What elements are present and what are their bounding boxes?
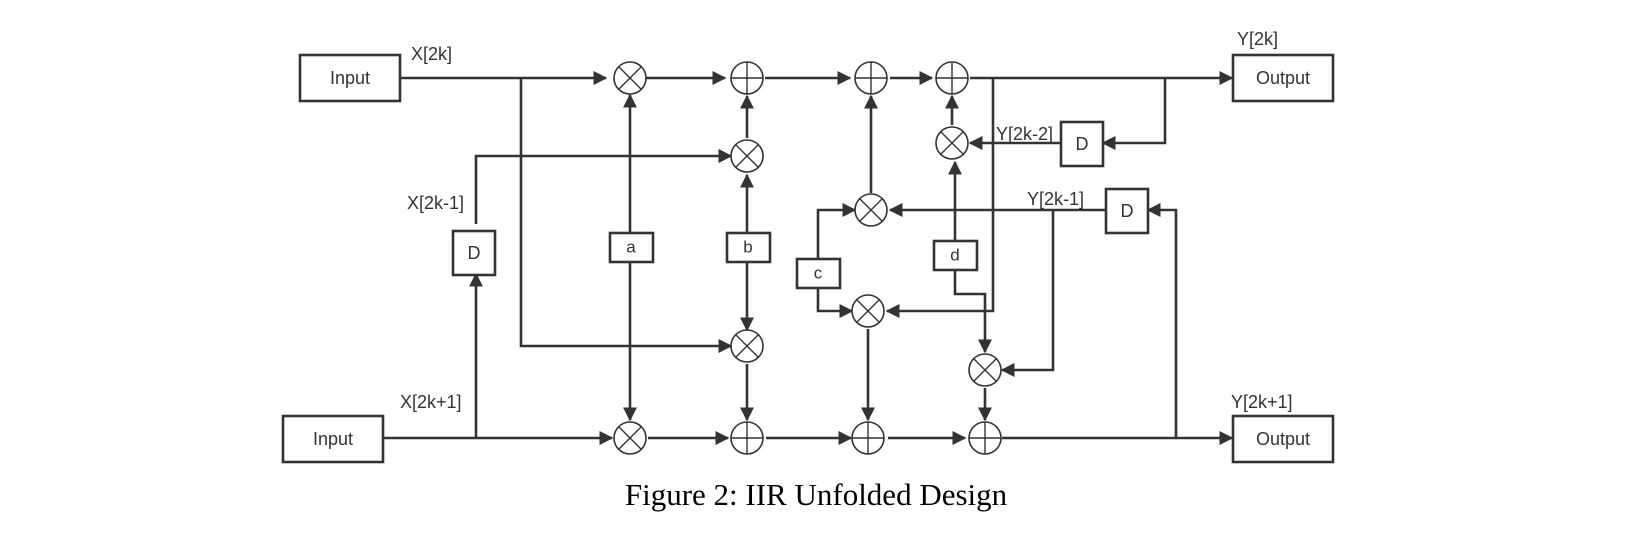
adder-top-3 bbox=[935, 61, 969, 95]
adder-bottom-1 bbox=[730, 421, 764, 455]
adder-top-2 bbox=[854, 61, 888, 95]
multiplier-low-b bbox=[730, 329, 764, 363]
delay-x-label: D bbox=[468, 243, 481, 263]
signal-label-x2k-plus-1: X[2k+1] bbox=[400, 392, 462, 412]
coef-a: a bbox=[608, 231, 655, 264]
input-block-bottom: Input bbox=[281, 414, 385, 464]
adder-bottom-3 bbox=[968, 421, 1002, 455]
multiplier-bottom-a bbox=[613, 421, 647, 455]
delay-y-mid-label: D bbox=[1121, 201, 1134, 221]
output-block-bottom: Output bbox=[1231, 414, 1335, 464]
signal-label-x2k: X[2k] bbox=[411, 44, 452, 64]
output-top-label: Output bbox=[1256, 68, 1310, 88]
signal-label-y2k: Y[2k] bbox=[1237, 29, 1278, 49]
signal-label-y2k-plus-1: Y[2k+1] bbox=[1231, 392, 1293, 412]
input-block-top: Input bbox=[298, 53, 402, 103]
multiplier-upper-c bbox=[854, 193, 888, 227]
multiplier-mid-b bbox=[730, 139, 764, 173]
output-block-top: Output bbox=[1231, 53, 1335, 103]
multiplier-lower-d bbox=[968, 353, 1002, 387]
adder-top-1 bbox=[730, 61, 764, 95]
coef-d-label: d bbox=[950, 246, 959, 265]
multiplier-upper-d bbox=[935, 126, 969, 160]
signal-label-x2k-minus-1: X[2k-1] bbox=[407, 193, 464, 213]
delay-y-mid: D bbox=[1104, 187, 1150, 235]
multiplier-top-a bbox=[613, 61, 647, 95]
multiplier-lower-c bbox=[851, 294, 885, 328]
signal-label-y2k-minus-2: Y[2k-2] bbox=[996, 124, 1053, 144]
adder-bottom-2 bbox=[851, 421, 885, 455]
wires bbox=[384, 71, 1234, 445]
coef-a-label: a bbox=[626, 238, 636, 257]
coef-b-label: b bbox=[743, 238, 752, 257]
coef-c-label: c bbox=[814, 264, 823, 283]
delay-x: D bbox=[451, 229, 497, 277]
delay-y-top-label: D bbox=[1076, 134, 1089, 154]
figure-caption: Figure 2: IIR Unfolded Design bbox=[625, 477, 1008, 512]
input-bottom-label: Input bbox=[313, 429, 353, 449]
output-bottom-label: Output bbox=[1256, 429, 1310, 449]
coef-c: c bbox=[795, 257, 842, 290]
input-top-label: Input bbox=[330, 68, 370, 88]
coef-b: b bbox=[725, 231, 772, 264]
delay-y-top: D bbox=[1059, 120, 1105, 168]
signal-label-y2k-minus-1: Y[2k-1] bbox=[1027, 189, 1084, 209]
coef-d: d bbox=[932, 239, 979, 272]
